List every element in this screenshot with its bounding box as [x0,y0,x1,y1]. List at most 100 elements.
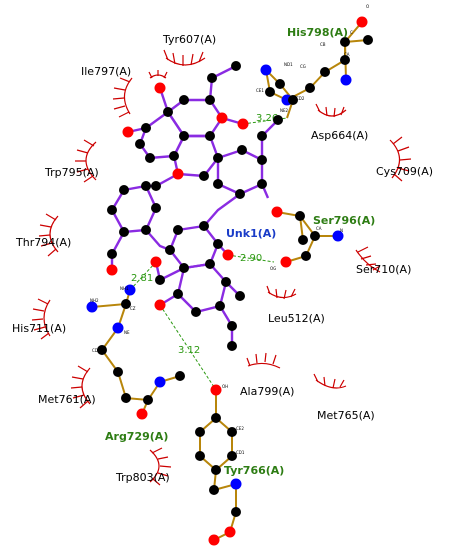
carbon-atom [199,171,209,181]
residue-label-asp664: Asp664(A) [311,129,368,142]
ligand-bonds [110,64,279,346]
nitrogen-atom [260,64,272,76]
carbon-atom [257,131,267,141]
hydrophobic-contacts [31,49,412,486]
carbon-atom [221,277,231,287]
atom-label-cb-his: CB [320,42,326,47]
atom-label-nd1: ND1 [284,62,293,67]
oxygen-atom [172,168,184,180]
atom-label-cd1: CD1 [236,450,245,455]
oxygen-atom [216,112,228,124]
nitrogen-atom [332,230,344,242]
oxygen-atom [154,299,166,311]
residue-label-arg729: Arg729(A) [105,430,168,443]
carbon-atom [340,37,350,47]
oxygen-atom [224,526,236,538]
residue-label-trp795: Trp795(A) [44,166,99,179]
hydrophobic-arc-asp664 [315,103,347,118]
carbon-atom [275,79,285,89]
nitrogen-atom [230,478,242,490]
residue-label-leu512: Leu512(A) [268,312,325,325]
hbond-distance-1: 3.26 [256,113,278,124]
atom-label-oh: OH [222,384,228,389]
carbon-atom [295,211,305,221]
hydrophobic-arc-trp795 [75,139,97,183]
nitrogen-atom [112,322,124,334]
carbon-atom [213,153,223,163]
atom-label-cg-his: CG [300,64,306,69]
hydrophobic-arc-tyr607 [163,49,206,66]
carbon-atom [257,179,267,189]
atom-label-cd-arg: CD [92,348,98,353]
carbon-atom [227,451,237,461]
atom-label-o-his: O [366,4,369,9]
carbon-atom [179,263,189,273]
carbon-atom [320,67,330,77]
residue-label-ser710: Ser710(A) [356,263,411,276]
nitrogen-atom [340,74,352,86]
hydrophobic-arc-met761 [70,365,91,409]
carbon-atom [235,189,245,199]
ligand-label: Unk1(A) [226,227,276,240]
carbon-atom [199,221,209,231]
oxygen-atom [210,384,222,396]
oxygen-atom [208,534,220,546]
atoms [86,16,373,546]
nitrogen-atom [124,284,136,296]
oxygen-atom [356,16,368,28]
carbon-atom [163,107,173,117]
carbon-atom [97,345,107,355]
carbon-atom [340,55,350,65]
carbon-atom [173,289,183,299]
atom-label-ca-ser: CA [316,226,322,231]
atom-label-cz: CZ [130,306,136,311]
atom-label-n-ser: N [340,228,343,233]
hbond-line-4 [159,304,217,391]
carbon-atom [107,205,117,215]
atom-label-c-his: C [350,30,353,35]
residue-label-ile797: Ile797(A) [81,65,131,78]
atom-label-ca-his: CA [344,52,350,57]
ligand-ring-d [216,148,264,196]
atom-label-nh2: NH2 [90,298,99,303]
carbon-atom [141,225,151,235]
oxygen-atom [106,264,118,276]
residue-labels: His798(A) Tyr607(A) Ile797(A) Asp664(A) … [12,26,433,484]
carbon-atom [363,35,373,45]
carbon-atom [165,245,175,255]
atom-label-ne2: NE2 [280,108,289,113]
carbon-atom [211,465,221,475]
hydrophobic-arc-his711 [31,298,51,340]
atom-labels: NE2 CD2 CE1 ND1 CG CB CA C O OG CA N NH1… [90,4,369,455]
atom-label-nh1: NH1 [120,286,129,291]
carbon-atom [227,321,237,331]
carbon-atom [310,231,320,241]
carbon-atom [179,131,189,141]
carbon-atom [227,341,237,351]
hbond-line-3 [129,261,157,291]
carbon-atom [205,131,215,141]
carbon-atom [257,155,267,165]
carbon-atom [195,451,205,461]
residue-label-thr794: Thr794(A) [15,236,71,249]
hbond-distance-3: 2.81 [131,273,153,284]
carbon-atom [135,139,145,149]
oxygen-atom [222,249,234,261]
carbon-atom [237,145,247,155]
hydrophobic-arc-ala799 [246,352,281,369]
carbon-atom [145,153,155,163]
hydrophobic-arc-trp803 [149,447,172,486]
carbon-atom [305,83,315,93]
residue-label-met761: Met761(A) [38,393,96,406]
atom-label-ce1: CE1 [256,88,264,93]
carbon-atom [301,251,311,261]
hydrophobic-arc-thr794 [38,213,59,257]
atom-label-cd2: CD2 [296,96,305,101]
carbon-atom [265,87,275,97]
carbon-atom [235,291,245,301]
carbon-atom [119,227,129,237]
carbon-atom [231,507,241,517]
carbon-atom [155,275,165,285]
carbon-atom [179,95,189,105]
residue-label-tyr607: Tyr607(A) [162,33,216,46]
